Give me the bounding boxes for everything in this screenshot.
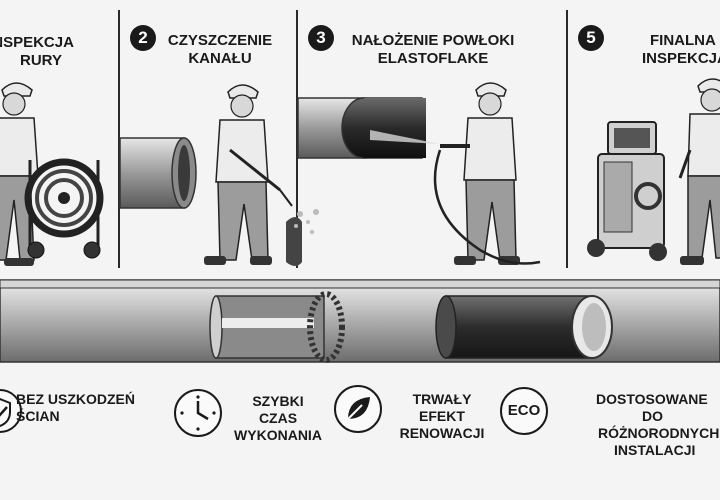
- step-1-title-line: RURY: [20, 52, 62, 69]
- leaf-icon: [334, 385, 382, 433]
- step-3-number: 3: [308, 25, 334, 51]
- feature-4-text: DOSTOSOWANE DO RÓŻNORODNYCH INSTALACJI: [592, 391, 720, 459]
- step-5-title: FINALNA INSPEKCJA: [630, 32, 720, 68]
- step-2-title-line: KANAŁU: [188, 50, 252, 67]
- feature-1-text: BEZ USZKODZEŃ ŚCIAN: [16, 391, 135, 425]
- step-divider: [566, 10, 568, 268]
- step-5-number: 5: [578, 25, 604, 51]
- step-3-title: NAŁOŻENIE POWŁOKI ELASTOFLAKE: [338, 32, 528, 68]
- step-3-title-line: ELASTOFLAKE: [377, 50, 489, 67]
- step-divider: [296, 10, 298, 268]
- feature-text-line: RENOWACJI: [399, 425, 485, 441]
- step-2-title: CZYSZCZENIE KANAŁU: [160, 32, 280, 68]
- pipe-joint: [209, 291, 345, 363]
- feature-text-line: BEZ USZKODZEŃ: [16, 391, 135, 407]
- step-divider: [118, 10, 120, 268]
- feature-text-line: WYKONANIA: [234, 427, 322, 443]
- feature-text-line: TRWAŁY: [412, 391, 472, 407]
- step-2-number: 2: [130, 25, 156, 51]
- pipe-cross-section: [0, 279, 720, 363]
- feature-text-line: DO: [642, 408, 663, 424]
- clock-icon: [174, 389, 222, 437]
- step-1-title-line: INSPEKCJA: [0, 34, 74, 51]
- inspection-worker-illustration: [0, 82, 104, 266]
- final-inspection-illustration: [587, 78, 720, 265]
- step-3-title-line: NAŁOŻENIE POWŁOKI: [351, 32, 515, 49]
- coating-illustration: [297, 82, 541, 265]
- feature-text-line: CZAS: [258, 410, 298, 426]
- feature-text-line: EFEKT: [419, 408, 465, 424]
- feature-text-line: ŚCIAN: [16, 408, 60, 424]
- feature-3-text: TRWAŁY EFEKT RENOWACJI: [392, 391, 492, 442]
- steps-illustrations: [0, 78, 720, 266]
- step-1-title: INSPEKCJA RURY: [0, 34, 96, 70]
- feature-text-line: SZYBKI: [252, 393, 304, 409]
- step-2-title-line: CZYSZCZENIE: [167, 32, 273, 49]
- feature-text-line: DOSTOSOWANE: [596, 391, 708, 407]
- step-5-title-line: FINALNA: [650, 32, 716, 49]
- features-row: BEZ USZKODZEŃ ŚCIAN SZYBKI CZAS WYKONANI…: [0, 375, 720, 500]
- feature-text-line: RÓŻNORODNYCH: [598, 425, 720, 441]
- process-steps: INSPEKCJA RURY 2 CZYSZCZENIE KANAŁU 3 NA…: [0, 10, 720, 268]
- cleaning-illustration: [119, 84, 319, 266]
- step-5-title-line: INSPEKCJA: [642, 50, 720, 67]
- eco-badge-icon: ECO: [500, 387, 548, 435]
- eco-badge-label: ECO: [507, 402, 541, 419]
- feature-text-line: INSTALACJI: [614, 442, 696, 458]
- feature-2-text: SZYBKI CZAS WYKONANIA: [228, 393, 328, 444]
- coated-pipe-interior: [435, 295, 613, 359]
